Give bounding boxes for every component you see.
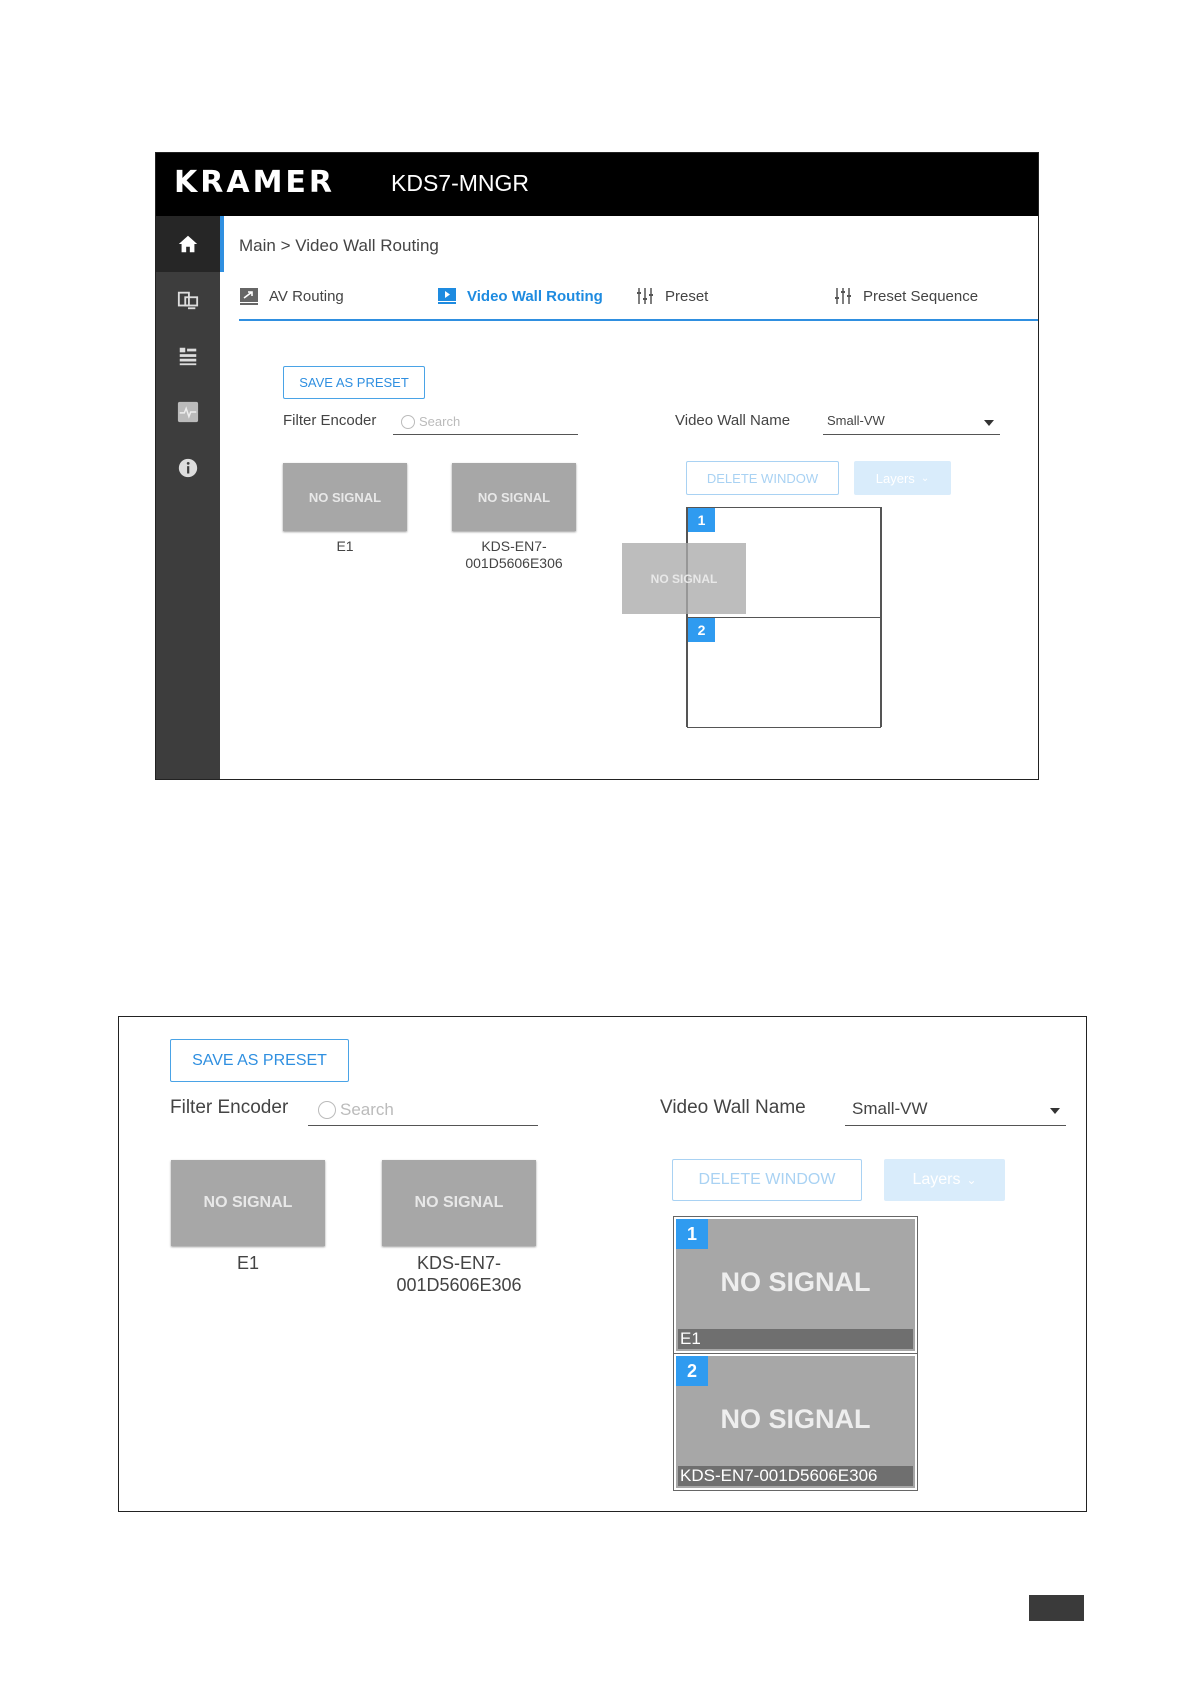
video-wall-name-label: Video Wall Name <box>660 1097 806 1118</box>
layers-label: Layers <box>875 470 915 486</box>
sidebar-item-activity[interactable] <box>156 384 220 440</box>
kramer-logo: KRAMER <box>174 165 336 200</box>
encoder-tile-kds-en7[interactable]: NO SIGNAL <box>382 1160 536 1246</box>
av-routing-icon <box>240 288 258 305</box>
sidebar-item-devices[interactable] <box>156 328 220 384</box>
tab-label: Preset <box>665 287 709 305</box>
sliders-icon <box>637 288 653 304</box>
page-number-tab <box>1029 1595 1084 1621</box>
window-number: 1 <box>676 1219 708 1249</box>
tab-label: AV Routing <box>269 287 344 305</box>
search-input[interactable]: Search <box>393 409 578 435</box>
product-name: KDS7-MNGR <box>391 170 530 196</box>
search-icon <box>318 1101 336 1119</box>
dragged-encoder-tile[interactable]: NO SIGNAL <box>622 543 746 614</box>
filter-encoder-label: Filter Encoder <box>283 412 377 429</box>
encoder-tile-kds-en7[interactable]: NO SIGNAL <box>452 463 576 531</box>
chevron-down-icon: ⌄ <box>920 472 930 484</box>
layers-label: Layers <box>912 1171 961 1188</box>
device-list-icon <box>179 347 197 366</box>
encoder-name: KDS-EN7- 001D5606E306 <box>465 538 563 571</box>
search-placeholder: Search <box>419 414 461 429</box>
top-bar: KRAMER KDS7-MNGR <box>156 153 1038 216</box>
encoder-tile-e1[interactable]: NO SIGNAL <box>171 1160 325 1246</box>
sliders-sequence-icon <box>835 288 851 304</box>
sidebar-item-routing[interactable] <box>156 272 220 328</box>
video-wall-name-value: Small-VW <box>827 413 885 428</box>
window-status: NO SIGNAL <box>720 1267 871 1297</box>
search-icon <box>401 414 415 429</box>
tab-preset-sequence[interactable]: Preset Sequence <box>833 287 978 305</box>
layers-button[interactable]: Layers ⌄ <box>884 1159 1005 1201</box>
search-placeholder: Search <box>340 1100 394 1119</box>
window-number: 2 <box>688 618 715 642</box>
save-as-preset-button[interactable]: SAVE AS PRESET <box>283 366 425 399</box>
tab-video-wall-routing[interactable]: Video Wall Routing <box>437 287 603 305</box>
encoder-name: KDS-EN7- 001D5606E306 <box>396 1253 522 1295</box>
pulse-icon <box>177 401 199 423</box>
wall-window-1[interactable]: 1 <box>687 507 881 618</box>
breadcrumb: Main > Video Wall Routing <box>239 236 439 255</box>
encoder-name: E1 <box>236 1253 260 1273</box>
tab-label: Video Wall Routing <box>467 287 603 305</box>
window-number: 1 <box>688 508 715 532</box>
video-wall-name-select[interactable]: Small-VW <box>845 1095 1066 1126</box>
chevron-down-icon <box>1050 1108 1060 1114</box>
tab-label: Preset Sequence <box>863 287 979 305</box>
video-wall-name-value: Small-VW <box>852 1099 928 1118</box>
encoder-name: E1 <box>336 538 354 554</box>
window-status: NO SIGNAL <box>720 1404 871 1434</box>
chevron-down-icon <box>984 420 994 426</box>
chevron-down-icon: ⌄ <box>966 1173 977 1187</box>
window-source-label: E1 <box>678 1329 913 1349</box>
layers-button[interactable]: Layers ⌄ <box>854 461 951 495</box>
video-wall-icon <box>438 288 456 304</box>
tab-preset[interactable]: Preset <box>635 287 708 305</box>
save-as-preset-button[interactable]: SAVE AS PRESET <box>170 1039 349 1082</box>
video-wall-canvas: 1 NO SIGNAL E1 2 NO SIGNAL KDS-EN7-001D5… <box>673 1216 918 1491</box>
filter-encoder-label: Filter Encoder <box>170 1097 289 1118</box>
wall-window-2[interactable]: 2 <box>687 617 881 728</box>
video-wall-name-label: Video Wall Name <box>675 412 791 429</box>
delete-window-button[interactable]: DELETE WINDOW <box>686 461 839 495</box>
delete-window-button[interactable]: DELETE WINDOW <box>672 1159 862 1201</box>
tab-av-routing[interactable]: AV Routing <box>239 287 344 305</box>
wall-window-2[interactable]: 2 NO SIGNAL KDS-EN7-001D5606E306 <box>673 1353 918 1491</box>
video-wall-canvas: 1 2 <box>686 507 882 728</box>
home-icon <box>178 235 198 253</box>
wall-window-1[interactable]: 1 NO SIGNAL E1 <box>673 1216 918 1354</box>
search-input[interactable]: Search <box>308 1095 538 1126</box>
monitor-routing-icon <box>177 291 199 310</box>
window-source-label: KDS-EN7-001D5606E306 <box>678 1466 913 1486</box>
tab-bar: AV Routing Video Wall Routing Preset Pre… <box>239 287 1038 321</box>
screenshot-video-wall-detail: SAVE AS PRESET Filter Encoder Search Vid… <box>118 1016 1087 1512</box>
info-icon <box>178 458 198 478</box>
sidebar-item-info[interactable] <box>156 440 220 496</box>
screenshot-web-ui: KRAMER KDS7-MNGR Main > Video Wall Routi… <box>155 152 1039 780</box>
sidebar <box>156 216 224 779</box>
window-number: 2 <box>676 1356 708 1386</box>
video-wall-name-select[interactable]: Small-VW <box>823 409 1000 435</box>
sidebar-item-home[interactable] <box>156 216 224 272</box>
encoder-tile-e1[interactable]: NO SIGNAL <box>283 463 407 531</box>
